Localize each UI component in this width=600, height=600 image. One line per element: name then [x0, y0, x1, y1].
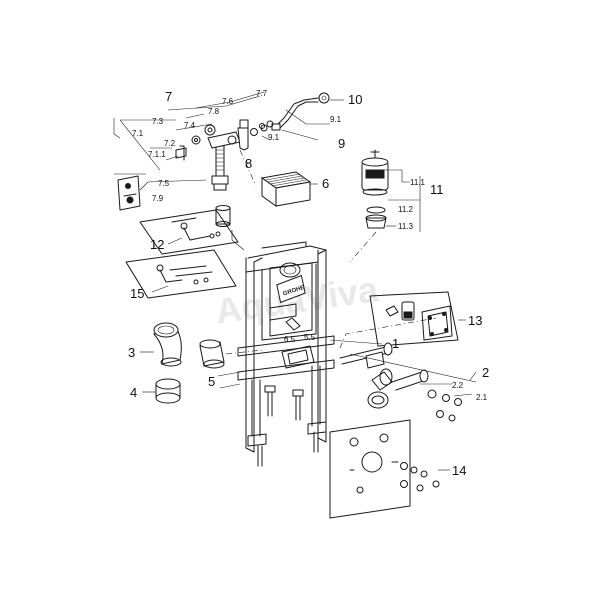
- part-6-insulation-block: [260, 171, 318, 207]
- callout-7-9: 7.9: [152, 194, 164, 203]
- callout-15: 15: [130, 286, 144, 301]
- callout-4: 4: [130, 385, 137, 400]
- part-8-angle-fitting: [237, 119, 268, 151]
- callout-1: 1: [392, 336, 399, 351]
- callout-12: 12: [150, 237, 164, 252]
- callout-10: 10: [348, 92, 362, 107]
- part-13-mounting-bracket: [369, 291, 466, 347]
- part-5-connector: [199, 339, 263, 389]
- callout-9: 9: [338, 136, 345, 151]
- callout-7-1-1: 7.1.1: [148, 150, 166, 159]
- dimension-label: 5.5: [304, 333, 316, 342]
- callout-7-2: 7.2: [164, 139, 176, 148]
- callout-8: 8: [245, 156, 252, 171]
- part-1-2-drain-pipes: [329, 317, 477, 422]
- callout-2: 2: [482, 365, 489, 380]
- part-15-fixing-set: [125, 249, 237, 299]
- callout-5: 5: [208, 374, 215, 389]
- part-12-bolt-set: [139, 209, 239, 255]
- callout-7-4: 7.4: [184, 121, 196, 130]
- callout-7-1: 7.1: [132, 129, 144, 138]
- callout-9-1: 9.1: [330, 115, 342, 124]
- callout-2-2: 2.2: [452, 381, 464, 390]
- callout-13: 13: [468, 313, 482, 328]
- callout-7-3: 7.3: [152, 117, 164, 126]
- callout-7-6: 7.6: [222, 97, 234, 106]
- callout-11-3: 11.3: [398, 222, 414, 231]
- callout-7-5: 7.5: [158, 179, 170, 188]
- part-14-sound-insulation-pad: [329, 419, 450, 519]
- callout-3: 3: [128, 345, 135, 360]
- part-9-hose: [239, 92, 344, 187]
- callout-labels: 1 2 2.1 2.2 3 4 5 6 7 7.1 7.1.1 7.2 7.3 …: [128, 89, 489, 478]
- callout-7-8: 7.8: [208, 107, 220, 116]
- callout-11-1: 11.1: [410, 178, 426, 187]
- part-3-bend: [140, 322, 182, 367]
- installation-frame: GROHE: [237, 241, 335, 467]
- callout-2-1: 2.1: [476, 393, 488, 402]
- part-4-sleeve: [142, 378, 181, 404]
- callout-11-2: 11.2: [398, 205, 414, 214]
- callout-6: 6: [322, 176, 329, 191]
- part-7-fill-valve: [113, 91, 265, 251]
- callout-11: 11: [430, 182, 444, 197]
- callout-7: 7: [165, 89, 172, 104]
- callout-14: 14: [452, 463, 466, 478]
- callout-9-1: 9.1: [268, 133, 280, 142]
- callout-7-7: 7.7: [256, 89, 268, 98]
- part-11-flush-valve: [349, 149, 421, 263]
- dimension-label: 6.5: [284, 335, 296, 344]
